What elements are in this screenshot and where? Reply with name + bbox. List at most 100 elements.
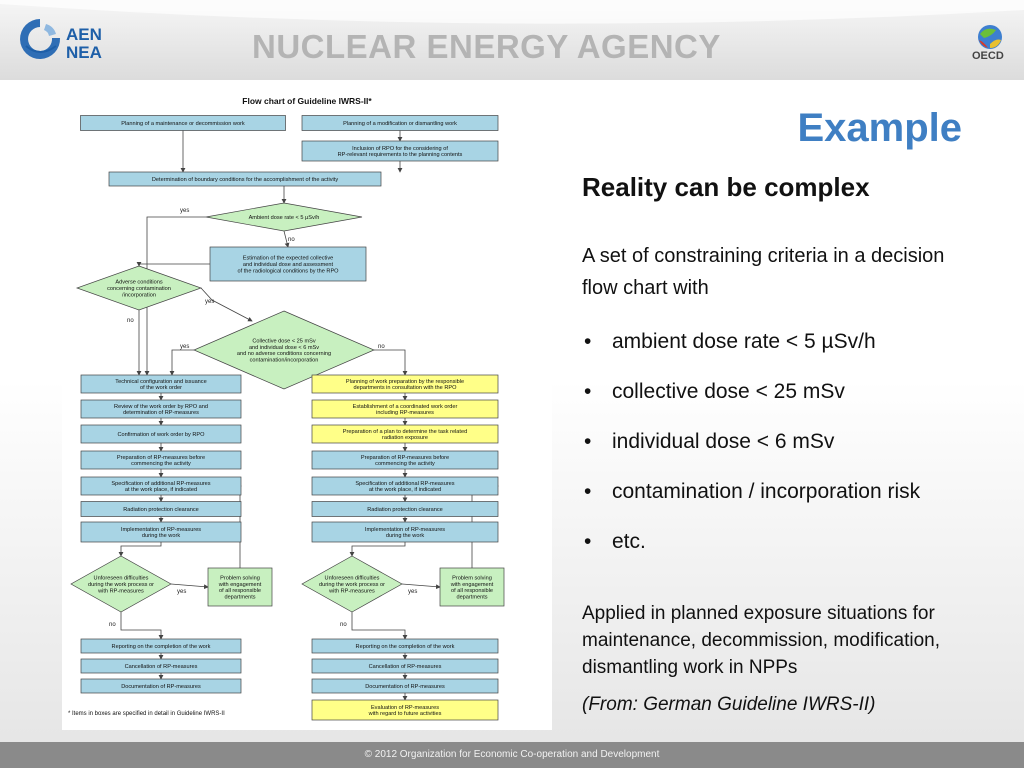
slide-heading: Example (797, 106, 962, 150)
flowchart-connector (351, 612, 408, 640)
process-box: Cancellation of RP-measures (80, 658, 242, 674)
node-text: Radiation protection clearance (367, 507, 443, 513)
node-text: Adverse conditions (115, 280, 162, 286)
nea-logo-icon (20, 19, 61, 59)
node-text: concerning contamination (107, 286, 171, 292)
box-shape (311, 658, 499, 674)
node-text: departments in consultation with the RPO (354, 385, 458, 391)
box-shape (80, 374, 242, 394)
connector-label: no (109, 622, 116, 628)
connector-label: no (127, 318, 134, 324)
nea-logo-text: AEN NEA (66, 26, 102, 62)
box-shape (311, 476, 499, 496)
process-box: Reporting on the completion of the work (311, 638, 499, 654)
criteria-item: collective dose < 25 mSv (578, 380, 920, 430)
node-text: and individual dose < 6 mSv (249, 345, 319, 351)
box-shape (80, 399, 242, 419)
node-text: commencing the activity (131, 461, 191, 467)
process-box: Inclusion of RPO for the considering ofR… (301, 140, 499, 162)
process-box: Confirmation of work order by RPO (80, 424, 242, 444)
node-text: Determination of boundary conditions for… (152, 177, 338, 183)
connector-label: no (378, 344, 385, 350)
node-text: Confirmation of work order by RPO (117, 432, 205, 438)
box-shape (311, 374, 499, 394)
process-box: Reporting on the completion of the work (80, 638, 242, 654)
box-shape (301, 115, 499, 131)
node-text: of the radiological conditions by the RP… (237, 268, 339, 274)
decision-diamond: Ambient dose rate < 5 µSv/h (205, 202, 363, 232)
flowchart-connector (374, 349, 408, 376)
flowchart-nodes: Planning of a maintenance or decommissio… (70, 115, 505, 721)
node-text: with regard to future activities (368, 711, 442, 717)
copyright-text: © 2012 Organization for Economic Co-oper… (364, 749, 660, 760)
node-text: with engagement (218, 582, 262, 588)
node-text: RP-relevant requirements to the planning… (338, 152, 463, 158)
node-text: Implementation of RP-measures (365, 527, 445, 533)
flowchart-title: Flow chart of Guideline IWRS-II* (242, 96, 372, 106)
box-shape (80, 115, 286, 131)
flowchart-connector (200, 287, 253, 322)
node-text: including RP-measures (376, 410, 434, 416)
box-shape (311, 638, 499, 654)
connector-label: yes (180, 208, 189, 214)
oecd-logo-text: OECD (972, 50, 1004, 62)
box-shape (80, 658, 242, 674)
box-shape (80, 521, 242, 543)
process-box: Preparation of RP-measures beforecommenc… (311, 450, 499, 470)
process-box: Planning of a modification or dismantlin… (301, 115, 499, 131)
node-text: departments (456, 595, 487, 601)
nea-logo-aen: AEN (66, 25, 102, 44)
node-text: Specification of additional RP-measures (355, 481, 454, 487)
decision-shape (70, 555, 172, 613)
node-text: at the work place, if indicated (125, 487, 197, 493)
flowchart-connector (401, 583, 441, 590)
header-bar: AEN NEA NUCLEAR ENERGY AGENCY OECD (0, 0, 1024, 80)
node-text: and individual dose and assessment (243, 262, 334, 268)
box-shape (207, 567, 273, 607)
nea-logo-nea: NEA (66, 43, 102, 62)
node-text: Radiation protection clearance (123, 507, 199, 513)
box-shape (311, 450, 499, 470)
box-shape (311, 501, 499, 517)
node-text: during the work process or (319, 582, 385, 588)
process-box: Planning of a maintenance or decommissio… (80, 115, 286, 131)
flowchart-connector (144, 216, 206, 376)
connector-label: yes (205, 299, 214, 305)
node-text: with RP-measures (97, 588, 144, 594)
decision-shape (205, 202, 363, 232)
box-shape (439, 567, 505, 607)
process-box: Radiation protection clearance (80, 501, 242, 517)
node-text: Planning of work preparation by the resp… (346, 379, 464, 385)
process-box: Preparation of RP-measures beforecommenc… (80, 450, 242, 470)
header-swoosh (0, 0, 1024, 24)
node-text: of all responsible (219, 588, 261, 594)
node-text: with RP-measures (328, 588, 375, 594)
node-text: Cancellation of RP-measures (125, 664, 198, 670)
node-text: Inclusion of RPO for the considering of (352, 146, 448, 152)
source-citation: (From: German Guideline IWRS-II) (582, 694, 876, 715)
process-box: Documentation of RP-measures (311, 678, 499, 694)
flowchart-connector (349, 542, 406, 557)
process-box: Estimation of the expected collectiveand… (209, 246, 367, 282)
node-text: Documentation of RP-measures (121, 684, 201, 690)
connector-label: yes (177, 589, 186, 595)
process-box: Cancellation of RP-measures (311, 658, 499, 674)
node-text: Technical configuration and issuance (115, 379, 206, 385)
node-text: commencing the activity (375, 461, 435, 467)
criteria-item: ambient dose rate < 5 µSv/h (578, 330, 920, 380)
node-text: during the work (142, 533, 180, 539)
criteria-item: contamination / incorporation risk (578, 480, 920, 530)
node-text: Implementation of RP-measures (121, 527, 201, 533)
node-text: departments (224, 595, 255, 601)
box-shape (311, 521, 499, 543)
node-text: contamination/incorporation (250, 358, 319, 364)
node-text: Documentation of RP-measures (365, 684, 445, 690)
process-box: Determination of boundary conditions for… (108, 171, 382, 187)
flowchart-footnote: * Items in boxes are specified in detail… (68, 711, 225, 717)
